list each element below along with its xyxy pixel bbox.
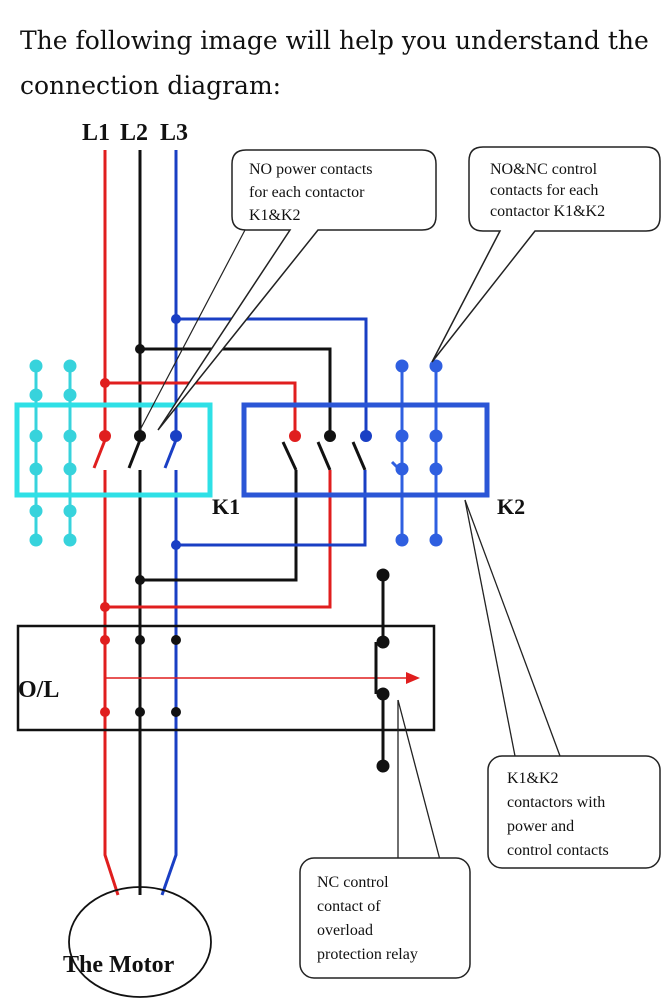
intro-text: The following image will help you unders… xyxy=(20,18,660,108)
callout-no-nc-line-3: contactor K1&K2 xyxy=(490,203,605,220)
motor-label: The Motor xyxy=(63,952,175,978)
phase-l1-lower xyxy=(103,470,120,896)
callout-no-power-line-3: K1&K2 xyxy=(249,207,301,224)
callout-contactors-line-3: power and xyxy=(507,818,574,835)
k2-box xyxy=(241,402,490,498)
callout-no-nc-line-2: contacts for each xyxy=(490,182,598,199)
label-l3: L3 xyxy=(160,120,188,146)
intro-line-2: connection diagram: xyxy=(20,71,282,100)
callout-no-power-line-2: for each contactor xyxy=(249,184,365,201)
k1-aux-contacts xyxy=(29,359,77,547)
callout-nc-line-2: contact of xyxy=(317,898,381,915)
callout-contactors: K1&K2 contactors with power and control … xyxy=(464,499,661,869)
label-k2: K2 xyxy=(497,494,525,519)
callout-contactors-line-4: control contacts xyxy=(507,842,609,859)
callout-no-power-contacts: NO power contacts for each contactor K1&… xyxy=(139,149,437,431)
intro-line-1: The following image will help you unders… xyxy=(20,26,649,55)
k2-aux-contacts xyxy=(395,359,443,547)
k1-box xyxy=(14,402,213,498)
label-k1: K1 xyxy=(212,494,240,519)
callout-no-nc-line-1: NO&NC control xyxy=(490,161,598,178)
callout-no-power-line-1: NO power contacts xyxy=(249,161,373,178)
k2-top-feeds xyxy=(105,317,368,609)
callout-nc-overload: NC control contact of overload protectio… xyxy=(299,699,471,979)
label-overload: O/L xyxy=(18,677,59,703)
callout-nc-line-4: protection relay xyxy=(317,946,418,963)
label-l1: L1 xyxy=(82,120,110,146)
callout-contactors-line-2: contactors with xyxy=(507,794,605,811)
main-phase-lines xyxy=(92,150,178,896)
callout-nc-line-3: overload xyxy=(317,922,373,939)
nc-overload-contact xyxy=(374,568,390,773)
callout-no-nc-control-contacts: NO&NC control contacts for each contacto… xyxy=(431,146,661,363)
callout-contactors-line-1: K1&K2 xyxy=(507,770,559,787)
phase-l3-lower xyxy=(160,470,178,896)
motor-circle xyxy=(68,886,212,998)
junction-dots xyxy=(99,314,372,717)
callout-nc-line-1: NC control xyxy=(317,874,389,891)
label-l2: L2 xyxy=(120,120,148,146)
overload-relay-box xyxy=(16,624,436,732)
